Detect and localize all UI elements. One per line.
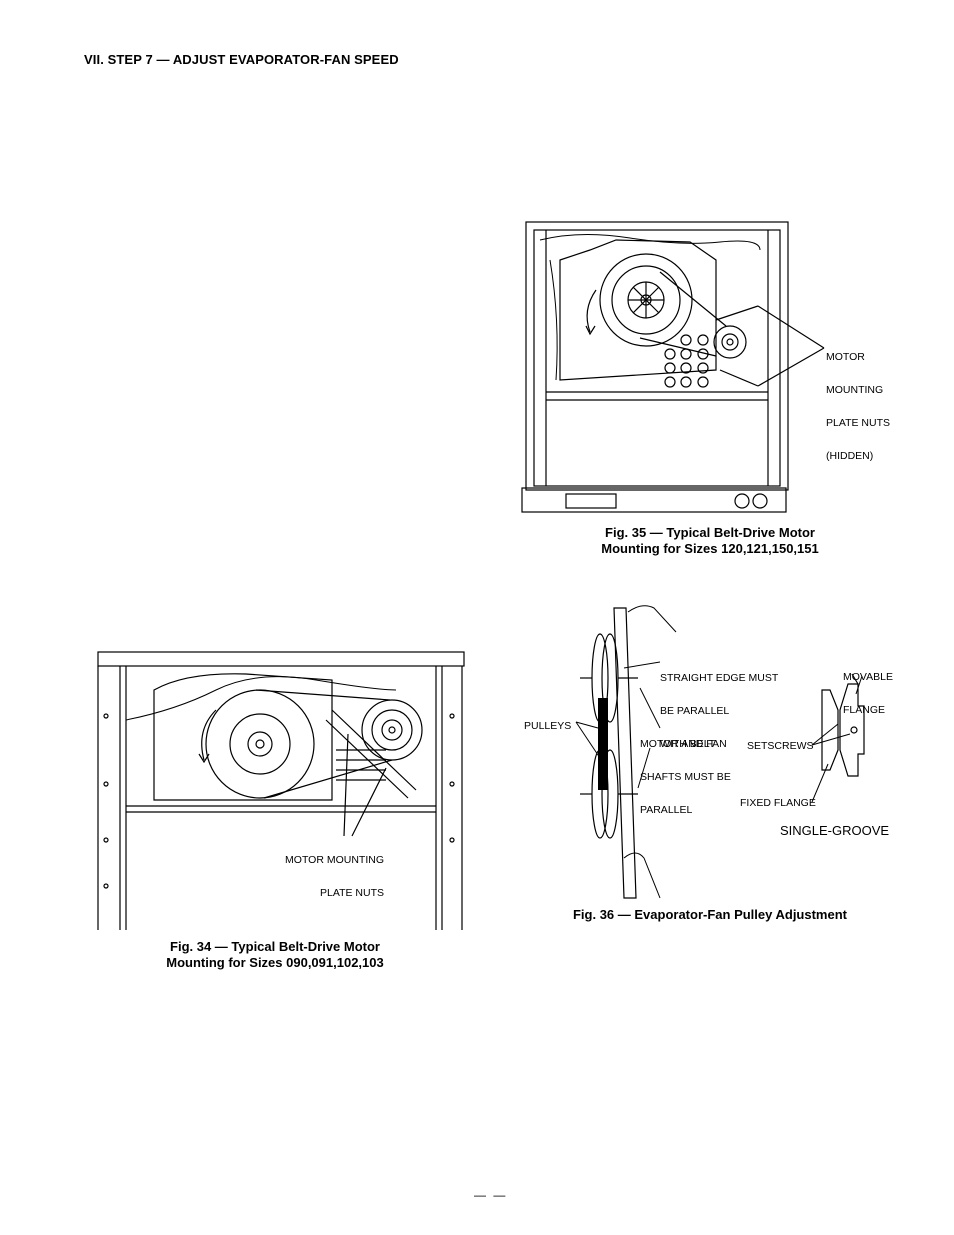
- fig35-callout-line3: PLATE NUTS: [826, 417, 890, 429]
- fig36-caption: Fig. 36 — Evaporator-Fan Pulley Adjustme…: [572, 907, 847, 922]
- fig36-setscrews-label: SETSCREWS: [747, 740, 814, 752]
- fig35-callout: MOTOR MOUNTING PLATE NUTS (HIDDEN): [826, 330, 890, 473]
- fig34-illustration: [97, 651, 465, 930]
- fig36-fixed-flange-label: FIXED FLANGE: [740, 797, 816, 809]
- movable-line1: MOVABLE: [843, 671, 893, 683]
- fig34-callout-line1: MOTOR MOUNTING: [285, 854, 384, 866]
- fig35-caption: Fig. 35 — Typical Belt-Drive Motor Mount…: [560, 525, 860, 557]
- fig35-callout-line1: MOTOR: [826, 351, 865, 363]
- fig34-caption-line2: Mounting for Sizes 090,091,102,103: [166, 955, 384, 970]
- fig34-caption-line1: Fig. 34 — Typical Belt-Drive Motor: [170, 939, 380, 954]
- section-heading: VII. STEP 7 — ADJUST EVAPORATOR-FAN SPEE…: [84, 52, 399, 67]
- fig35-caption-line2: Mounting for Sizes 120,121,150,151: [601, 541, 819, 556]
- straight-edge-line1: STRAIGHT EDGE MUST: [660, 672, 779, 684]
- fig36-pulley-illustration: [575, 605, 677, 899]
- fig35-callout-line4: (HIDDEN): [826, 450, 874, 462]
- fig34-callout: MOTOR MOUNTING PLATE NUTS: [282, 833, 384, 910]
- fig36-shafts-label: MOTOR AND FAN SHAFTS MUST BE PARALLEL: [640, 717, 731, 827]
- fig36-movable-flange-label: MOVABLE FLANGE: [843, 650, 893, 727]
- fig36-pulleys-label: PULLEYS: [524, 720, 572, 732]
- page-number: — —: [474, 1188, 508, 1202]
- fig36-straight-edge-label: STRAIGHT EDGE MUST BE PARALLEL WITH BELT: [660, 651, 778, 761]
- straight-edge-line3: WITH BELT: [660, 738, 716, 750]
- shafts-line1: MOTOR AND FAN: [640, 738, 727, 750]
- fig35-caption-line1: Fig. 35 — Typical Belt-Drive Motor: [605, 525, 815, 540]
- straight-edge-line2: BE PARALLEL: [660, 705, 730, 717]
- fig35-illustration: [521, 221, 825, 513]
- fig35-callout-line2: MOUNTING: [826, 384, 884, 396]
- fig34-callout-line2: PLATE NUTS: [320, 887, 384, 899]
- movable-line2: FLANGE: [843, 704, 886, 716]
- fig36-single-groove-label: SINGLE-GROOVE: [780, 823, 890, 838]
- fig34-caption: Fig. 34 — Typical Belt-Drive Motor Mount…: [130, 939, 420, 971]
- shafts-line3: PARALLEL: [640, 804, 693, 816]
- shafts-line2: SHAFTS MUST BE: [640, 771, 731, 783]
